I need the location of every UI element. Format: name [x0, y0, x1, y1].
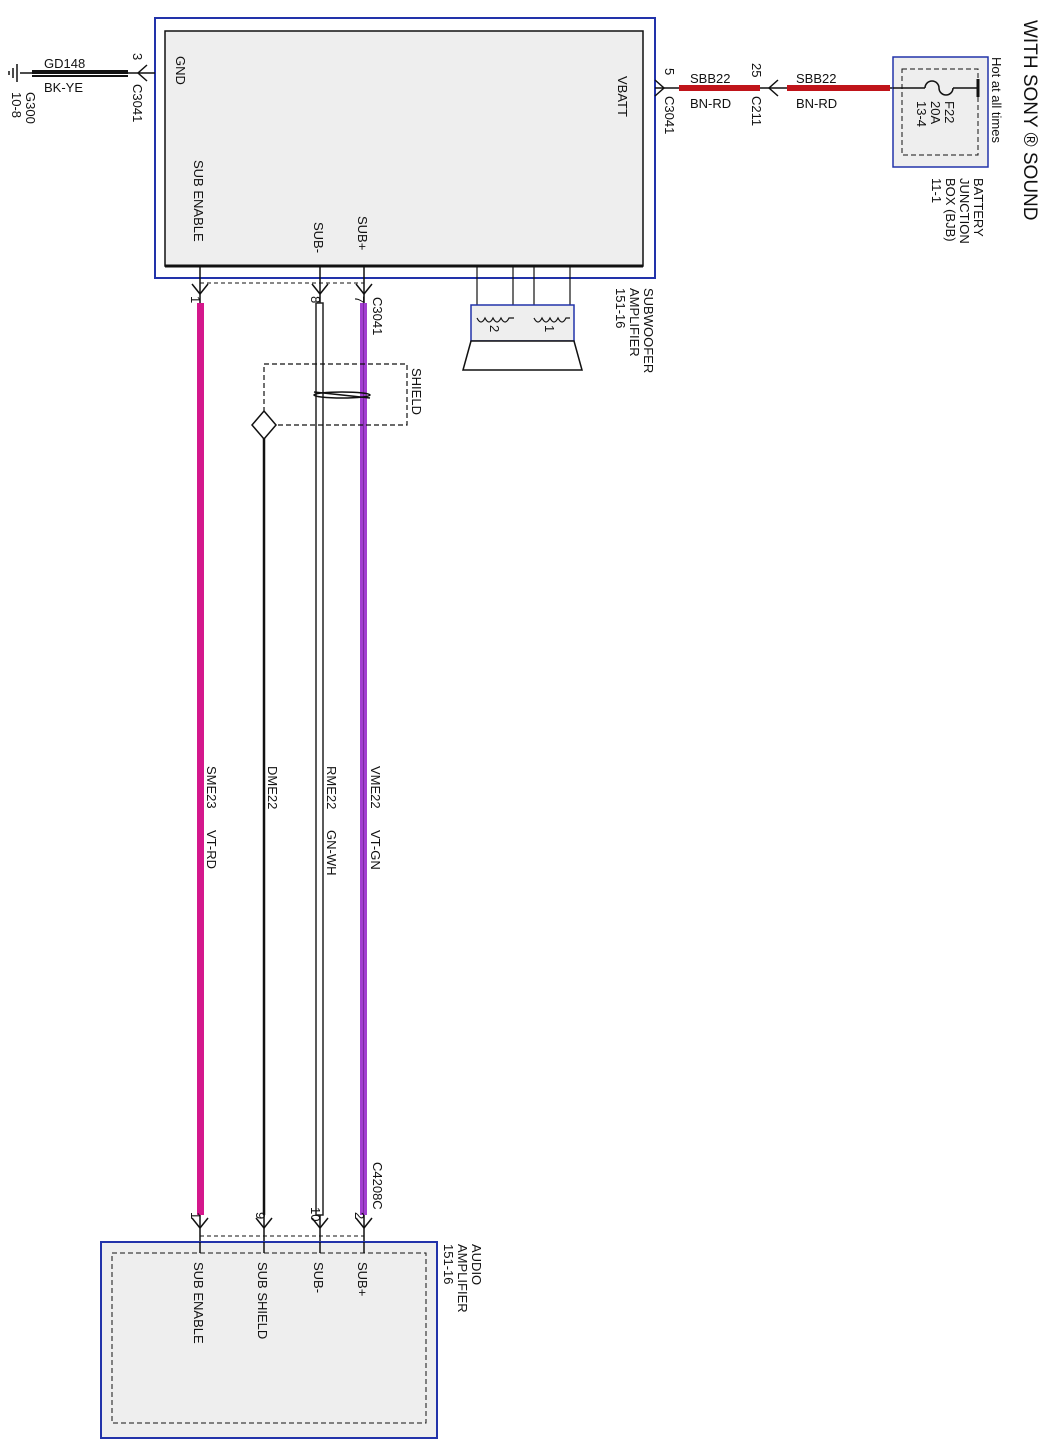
speaker-coil-1-label: 1	[542, 325, 557, 332]
connector-c4208c: 1 9 10 2 C4208C	[188, 1162, 385, 1252]
audio-amplifier-outer	[100, 1241, 438, 1439]
wire-rme22-circuit: RME22	[324, 766, 339, 809]
subwoofer-amplifier-name-2: AMPLIFIER	[627, 288, 642, 357]
wire-rme22-color: GN-WH	[324, 830, 339, 876]
connector-id-c4208c: C4208C	[370, 1162, 385, 1210]
vbatt-color-b: BN-RD	[796, 96, 837, 111]
harness-wires: SME23 VT-RD DME22 RME22 GN-WH VME22 VT-G…	[197, 302, 383, 1216]
wire-rme22	[315, 302, 324, 1216]
vbatt-connector-arrow-amp	[654, 79, 666, 97]
connector-arrow-sub-plus-bottom	[355, 1217, 373, 1230]
pin-number-sub-enable-bottom: 1	[188, 1212, 203, 1219]
subwoofer-amplifier-name-3: 151-16	[613, 288, 628, 328]
connector-c3041-sub: 1 8 7 C3041	[188, 266, 385, 335]
audio-pin-label-sub-minus: SUB-	[311, 1262, 326, 1293]
speaker-coil-2	[476, 316, 514, 323]
audio-pin-label-sub-plus: SUB+	[355, 1262, 370, 1296]
pin-number-sub-enable-top: 1	[188, 296, 203, 303]
battery-junction-box-name-4: 11-1	[929, 178, 944, 203]
connector-arrow-sub-enable	[191, 283, 209, 296]
connector-arrow-sub-minus-bottom	[311, 1217, 329, 1230]
subwoofer-amplifier-name-1: SUBWOOFER	[641, 288, 656, 373]
battery-junction-box: F22 20A 13-4 Hot at all times BATTERY JU…	[892, 56, 1004, 244]
fuse-ref: 13-4	[914, 101, 929, 127]
vbatt-circuit-a: SBB22	[690, 71, 730, 86]
shield-drain-diamond	[251, 409, 277, 441]
speaker-magnet	[470, 304, 575, 342]
vbatt-circuit: SBB22 BN-RD SBB22 BN-RD 5 C3041 25 C211	[654, 63, 893, 134]
connector-arrow-sub-shield-bottom	[255, 1217, 273, 1230]
battery-junction-box-name-1: BATTERY	[971, 178, 986, 237]
vbatt-pin-bjb: 25	[749, 63, 764, 77]
audio-amplifier-name-3: 151-16	[441, 1244, 456, 1284]
battery-junction-box-name-2: JUNCTION	[957, 178, 972, 244]
audio-pin-label-sub-enable: SUB ENABLE	[191, 1262, 206, 1344]
ground-circuit-id: GD148	[44, 56, 85, 71]
vbatt-circuit-b: SBB22	[796, 71, 836, 86]
wire-sme23	[197, 303, 204, 1215]
fuse-rating: 20A	[928, 101, 943, 124]
vbatt-color-a: BN-RD	[690, 96, 731, 111]
connector-arrow-sub-enable-bottom	[191, 1217, 209, 1230]
fuse-icon	[924, 80, 954, 96]
ground-pin-number: 3	[130, 53, 145, 60]
twisted-pair-icon	[313, 391, 371, 399]
connector-arrow-sub-minus	[311, 283, 329, 296]
audio-amplifier-name-1: AUDIO	[469, 1244, 484, 1285]
pin-label-gnd: GND	[173, 56, 188, 85]
diagram-title: WITH SONY ® SOUND	[1019, 20, 1040, 221]
speaker-coil-2-label: 2	[487, 325, 502, 332]
vbatt-connector-arrow-bjb	[767, 79, 779, 97]
connector-arrow-sub-plus	[355, 283, 373, 296]
speaker-cone	[462, 340, 583, 371]
pin-number-sub-shield-bottom: 9	[253, 1212, 268, 1219]
pin-label-sub-plus: SUB+	[355, 216, 370, 250]
vbatt-connector-bjb: C211	[749, 96, 764, 126]
battery-junction-box-outer	[892, 56, 989, 168]
pin-label-sub-enable: SUB ENABLE	[191, 160, 206, 242]
pin-number-sub-plus-top: 7	[352, 296, 367, 303]
hot-at-all-times-label: Hot at all times	[989, 57, 1004, 143]
shield: SHIELD	[251, 363, 424, 441]
battery-junction-box-inner	[901, 68, 979, 156]
ground-ref: 10-8	[9, 92, 24, 118]
ground-circuit: GD148 BK-YE G300 10-8 3 C3041	[8, 53, 155, 124]
shield-outline	[263, 363, 408, 426]
subwoofer-speaker: 2 1	[462, 266, 583, 371]
pin-number-sub-minus-top: 8	[308, 296, 323, 303]
wire-sme23-color: VT-RD	[204, 830, 219, 869]
pin-label-vbatt: VBATT	[615, 76, 630, 117]
ground-id: G300	[23, 92, 38, 124]
ground-connector-id: C3041	[130, 84, 145, 122]
wire-sme23-circuit: SME23	[204, 766, 219, 809]
pin-label-sub-minus: SUB-	[311, 222, 326, 253]
ground-connector-arrow	[136, 64, 148, 82]
subwoofer-amplifier: GND VBATT SUB ENABLE SUB- SUB+ SUBWOOFER…	[154, 17, 656, 373]
battery-junction-box-name-3: BOX (BJB)	[943, 178, 958, 242]
vbatt-pin-amp: 5	[662, 68, 677, 75]
audio-amplifier-inner	[111, 1252, 427, 1424]
speaker-coil-1	[533, 316, 570, 323]
vbatt-connector-amp: C3041	[662, 96, 677, 134]
ground-circuit-color: BK-YE	[44, 80, 83, 95]
connector-id-c3041-top: C3041	[370, 297, 385, 335]
audio-amplifier-name-2: AMPLIFIER	[455, 1244, 470, 1313]
wire-vme22-circuit: VME22	[368, 766, 383, 809]
audio-amplifier: SUB ENABLE SUB SHIELD SUB- SUB+ AUDIO AM…	[100, 1241, 484, 1439]
wire-vme22-color: VT-GN	[368, 830, 383, 870]
pin-number-sub-plus-bottom: 2	[352, 1212, 367, 1219]
subwoofer-amplifier-inner	[164, 30, 644, 267]
wire-dme22-circuit: DME22	[265, 766, 280, 809]
fuse-id: F22	[942, 101, 957, 123]
shield-label: SHIELD	[409, 368, 424, 415]
audio-pin-label-sub-shield: SUB SHIELD	[255, 1262, 270, 1339]
subwoofer-amplifier-outer	[154, 17, 656, 279]
pin-number-sub-minus-bottom: 10	[308, 1207, 323, 1221]
